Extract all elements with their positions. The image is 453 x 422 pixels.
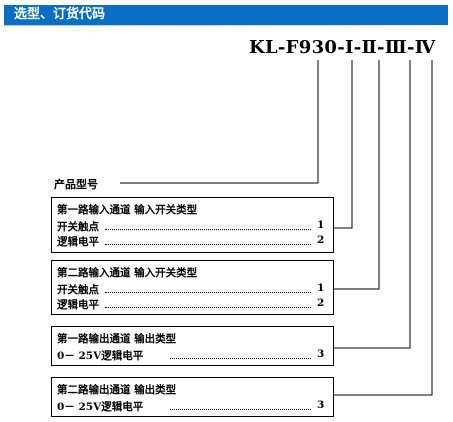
header-underline <box>4 25 448 26</box>
option-label: 开关触点 <box>57 284 99 296</box>
leader-dots <box>105 244 311 245</box>
option-label: 逻辑电平 <box>57 299 99 311</box>
model-prefix: KL-F930- <box>249 37 345 58</box>
leader-dots <box>170 358 311 359</box>
product-model-label: 产品型号 <box>54 178 98 191</box>
option-code: 1 <box>317 219 325 231</box>
option-box-input-2: 第二路输入通道 输入开关类型 开关触点 1 逻辑电平 2 <box>51 260 334 315</box>
connector-product-model <box>120 60 319 184</box>
model-part-1: Ⅰ <box>345 37 354 58</box>
connector-part-3 <box>333 60 411 349</box>
option-label: 开关触点 <box>57 221 99 233</box>
option-code: 3 <box>317 348 325 360</box>
model-part-3: Ⅲ <box>384 37 408 58</box>
option-code: 2 <box>317 234 325 246</box>
header-bar: 选型、订货代码 <box>4 5 448 25</box>
option-label: 0－ 25V逻辑电平 <box>57 350 144 362</box>
option-label: 逻辑电平 <box>57 236 99 248</box>
option-code: 2 <box>317 297 325 309</box>
option-code: 3 <box>317 399 325 411</box>
box-title: 第二路输入通道 输入开关类型 <box>57 267 198 279</box>
option-box-output-2: 第二路输出通道 输出类型 0－ 25V逻辑电平 3 <box>51 377 334 417</box>
leader-dots <box>105 292 311 293</box>
model-part-4: Ⅳ <box>414 37 436 58</box>
connector-part-4 <box>333 60 433 396</box>
leader-dots <box>105 307 311 308</box>
option-label: 0－ 25V逻辑电平 <box>57 401 144 413</box>
model-separator: - <box>407 37 415 58</box>
option-box-output-1: 第一路输出通道 输出类型 0－ 25V逻辑电平 3 <box>51 326 334 366</box>
box-title: 第一路输入通道 输入开关类型 <box>57 204 198 216</box>
leader-dots <box>170 409 311 410</box>
section-title: 选型、订货代码 <box>14 7 106 22</box>
model-separator: - <box>353 37 362 58</box>
model-code: KL-F930-Ⅰ-Ⅱ-Ⅲ-Ⅳ <box>249 37 436 58</box>
box-title: 第一路输出通道 输出类型 <box>57 333 177 345</box>
model-separator: - <box>377 37 385 58</box>
model-part-2: Ⅱ <box>361 37 377 58</box>
connector-part-1 <box>333 60 353 229</box>
option-box-input-1: 第一路输入通道 输入开关类型 开关触点 1 逻辑电平 2 <box>51 197 334 253</box>
box-title: 第二路输出通道 输出类型 <box>57 384 177 396</box>
connector-part-2 <box>333 60 380 290</box>
option-code: 1 <box>317 282 325 294</box>
leader-dots <box>105 229 311 230</box>
